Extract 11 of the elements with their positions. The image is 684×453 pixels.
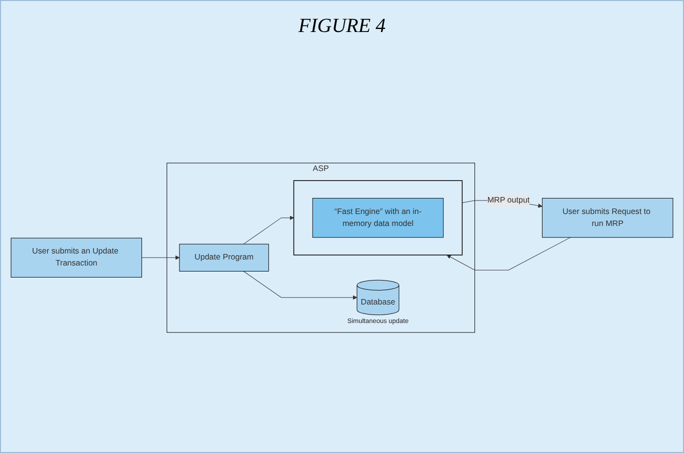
node-box: User submits Request to run MRP <box>542 198 674 238</box>
arrow <box>446 237 571 271</box>
node-box: User submits an Update Transaction <box>10 238 142 278</box>
arrow <box>243 271 358 300</box>
cluster <box>293 180 463 256</box>
arrow <box>243 216 294 245</box>
arrow <box>142 256 180 260</box>
edge-label: MRP output <box>487 196 530 205</box>
figure-title: FIGURE 4 <box>298 15 386 38</box>
node-box: “Fast Engine” with an in-memory data model <box>312 198 444 238</box>
node-box: Update Program <box>179 244 269 272</box>
